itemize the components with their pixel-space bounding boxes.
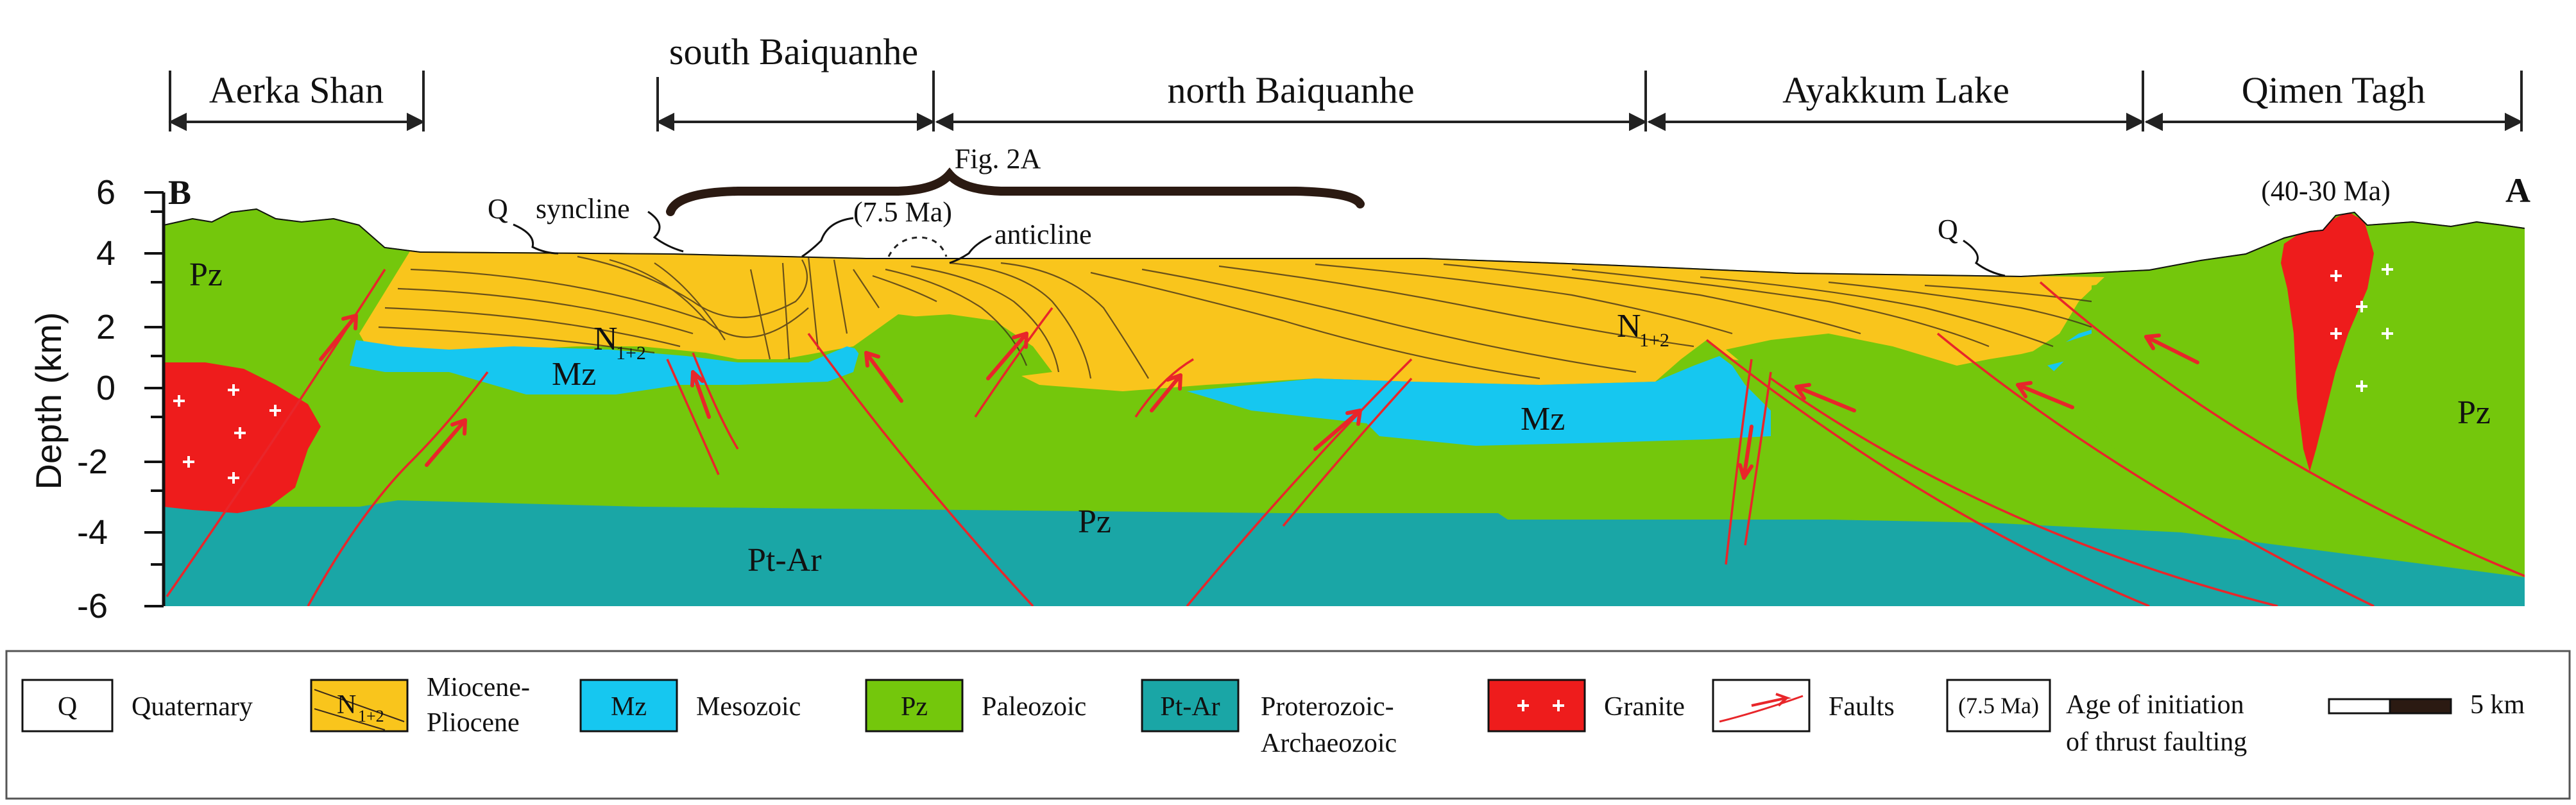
- annotations: Q syncline (7.5 Ma) anticline Q (40-30 M…: [168, 171, 2530, 277]
- corner-label-left: B: [168, 173, 191, 212]
- n-label-left: N 1+2: [593, 321, 646, 364]
- svg-text:Miocene-: Miocene-: [427, 673, 530, 702]
- q-label-right: Q: [1938, 214, 1958, 245]
- svg-text:Mz: Mz: [611, 692, 647, 722]
- svg-text:Mesozoic: Mesozoic: [696, 692, 801, 722]
- svg-text:1+2: 1+2: [616, 343, 646, 364]
- tick-label-4: 4: [96, 234, 115, 273]
- anticline-label: anticline: [994, 219, 1092, 250]
- pz-label-left: Pz: [189, 257, 223, 293]
- svg-text:Archaeozoic: Archaeozoic: [1261, 729, 1397, 758]
- bracket-south-baiquanhe: [656, 71, 935, 131]
- svg-text:Granite: Granite: [1604, 692, 1685, 722]
- mesozoic-left-unit: [350, 340, 860, 394]
- legend-granite: Granite: [1487, 679, 1685, 733]
- granite-left-unit: [164, 362, 321, 513]
- region-label-aerka-shan: Aerka Shan: [209, 69, 384, 111]
- legend-scale-bar: 5 km: [2328, 690, 2525, 720]
- region-label-qimen-tagh: Qimen Tagh: [2242, 69, 2425, 111]
- legend-mesozoic: Mz Mesozoic: [579, 679, 801, 733]
- miocene-pliocene-unit: [359, 250, 2104, 391]
- cross-section: [164, 208, 2525, 606]
- granite-crosses: [173, 264, 2393, 484]
- bracket-qimen-tagh: [2144, 71, 2523, 131]
- corner-label-right: A: [2505, 171, 2530, 210]
- region-label-north-baiquanhe: north Baiquanhe: [1168, 69, 1415, 111]
- svg-text:Pz: Pz: [901, 692, 928, 722]
- tick-label-neg6: -6: [77, 587, 108, 625]
- depth-axis-title: Depth (km): [28, 312, 69, 490]
- unit-labels: Pz Pz Pz Mz Mz Pt-Ar N 1+2 N 1+2: [189, 257, 2491, 579]
- legend-paleozoic: Pz Paleozoic: [865, 679, 1086, 733]
- tick-label-neg4: -4: [77, 513, 108, 552]
- mz-label-center: Mz: [1521, 401, 1565, 437]
- pz-label-right: Pz: [2457, 394, 2491, 431]
- tick-label-2: 2: [96, 308, 115, 346]
- tick-label-neg2: -2: [77, 443, 108, 481]
- tick-label-0: 0: [96, 369, 115, 407]
- fault-arrows: [319, 314, 2199, 480]
- svg-text:N: N: [1617, 308, 1641, 344]
- svg-text:Pt-Ar: Pt-Ar: [1160, 692, 1220, 722]
- depth-axis: 6 4 2 0 -2 -4 -6 Depth (km): [28, 173, 166, 625]
- region-brackets: [168, 71, 2523, 131]
- granite-right-unit: [2281, 212, 2374, 471]
- mz-label-left: Mz: [552, 356, 596, 393]
- region-label-south-baiquanhe: south Baiquanhe: [669, 31, 918, 72]
- svg-text:1+2: 1+2: [1639, 330, 1669, 351]
- svg-text:Proterozoic-: Proterozoic-: [1261, 692, 1394, 722]
- svg-text:Quaternary: Quaternary: [132, 692, 253, 722]
- region-labels: Aerka Shan south Baiquanhe north Baiquan…: [209, 31, 2425, 111]
- bracket-aerka-shan: [168, 71, 425, 131]
- svg-text:N: N: [593, 321, 618, 357]
- paleozoic-qimen-block: [2053, 221, 2525, 577]
- ptar-label: Pt-Ar: [747, 542, 822, 579]
- legend-quaternary: Q Quaternary: [21, 679, 253, 733]
- mesozoic-center-unit: [1187, 356, 1771, 446]
- age-40-30-ma-label: (40-30 Ma): [2261, 175, 2391, 207]
- svg-text:(7.5 Ma): (7.5 Ma): [1958, 693, 2039, 718]
- svg-text:of thrust faulting: of thrust faulting: [2066, 727, 2247, 757]
- svg-text:N: N: [337, 690, 356, 720]
- legend: Q Quaternary N 1+2 Miocene- Pliocene Mz …: [5, 650, 2571, 800]
- tick-label-6: 6: [96, 173, 115, 212]
- fig-2a-brace: Fig. 2A: [666, 143, 1365, 216]
- legend-miocene-pliocene: N 1+2 Miocene- Pliocene: [310, 673, 530, 738]
- svg-text:1+2: 1+2: [358, 707, 384, 725]
- faults: [166, 269, 2525, 606]
- legend-proterozoic-archaeozoic: Pt-Ar Proterozoic- Archaeozoic: [1141, 679, 1397, 758]
- n-label-right: N 1+2: [1617, 308, 1669, 351]
- legend-age: (7.5 Ma) Age of initiation of thrust fau…: [1946, 679, 2247, 757]
- bracket-ayakkum-lake: [1647, 71, 2145, 131]
- svg-text:Age of initiation: Age of initiation: [2066, 690, 2244, 720]
- bedding-lines: [378, 255, 2092, 380]
- syncline-label: syncline: [536, 193, 630, 225]
- svg-text:Pliocene: Pliocene: [427, 708, 520, 738]
- age-7-5-ma-label: (7.5 Ma): [853, 196, 952, 228]
- anticline-crest: [887, 236, 948, 257]
- q-label-left: Q: [488, 193, 508, 225]
- paleozoic-uplift-right: [1726, 334, 2092, 382]
- svg-text:Q: Q: [58, 692, 77, 722]
- bracket-north-baiquanhe: [935, 71, 1648, 131]
- pz-label-center: Pz: [1078, 504, 1111, 540]
- svg-text:Paleozoic: Paleozoic: [982, 692, 1086, 722]
- fig-2a-label: Fig. 2A: [955, 143, 1041, 174]
- proterozoic-archaeozoic-unit: [164, 500, 2525, 606]
- legend-faults: Faults: [1712, 679, 1895, 733]
- region-label-ayakkum-lake: Ayakkum Lake: [1782, 69, 2009, 111]
- svg-text:Faults: Faults: [1829, 692, 1895, 722]
- svg-text:5 km: 5 km: [2470, 690, 2525, 720]
